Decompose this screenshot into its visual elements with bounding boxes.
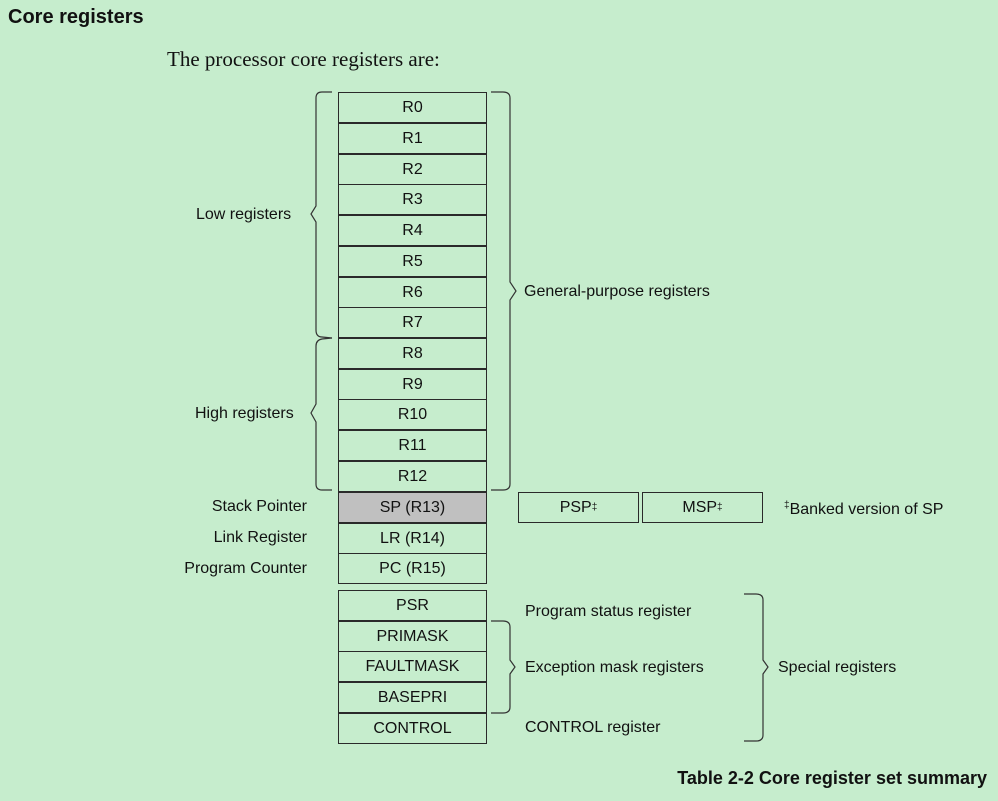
register-faultmask: FAULTMASK <box>338 651 487 682</box>
general-purpose-label: General-purpose registers <box>524 283 710 300</box>
register-psp: PSP‡ <box>518 492 639 523</box>
msp-label: MSP <box>682 498 718 516</box>
exception-mask-label: Exception mask registers <box>525 659 704 676</box>
register-r4: R4 <box>338 215 487 246</box>
register-r11: R11 <box>338 430 487 461</box>
register-psr: PSR <box>338 590 487 621</box>
banked-note: ‡Banked version of SP <box>784 500 943 519</box>
register-r10: R10 <box>338 399 487 430</box>
register-r8: R8 <box>338 338 487 369</box>
exception-mask-brace <box>491 620 516 714</box>
psp-label: PSP <box>559 498 592 516</box>
general-purpose-brace <box>491 91 517 491</box>
low-registers-brace <box>310 91 333 339</box>
high-registers-brace <box>310 337 333 491</box>
banked-mark: ‡ <box>784 500 790 511</box>
register-r7: R7 <box>338 307 487 338</box>
register-pc: PC (R15) <box>338 553 487 584</box>
section-heading: Core registers <box>8 6 144 28</box>
register-r5: R5 <box>338 246 487 277</box>
banked-mark: ‡ <box>591 502 598 513</box>
stack-pointer-label: Stack Pointer <box>211 498 307 515</box>
program-counter-label: Program Counter <box>184 560 307 577</box>
high-registers-label: High registers <box>195 405 294 422</box>
register-r0: R0 <box>338 92 487 123</box>
low-registers-label: Low registers <box>196 206 292 223</box>
special-registers-label: Special registers <box>778 659 897 676</box>
register-msp: MSP‡ <box>642 492 763 523</box>
register-sp: SP (R13) <box>338 492 487 523</box>
intro-text: The processor core registers are: <box>167 47 440 71</box>
link-register-label: Link Register <box>213 529 307 546</box>
register-control: CONTROL <box>338 713 487 744</box>
register-r1: R1 <box>338 123 487 154</box>
register-basepri: BASEPRI <box>338 682 487 713</box>
banked-mark: ‡ <box>717 502 723 513</box>
program-status-label: Program status register <box>525 603 692 620</box>
control-register-label: CONTROL register <box>525 719 661 736</box>
special-registers-brace <box>744 593 769 742</box>
register-r12: R12 <box>338 461 487 492</box>
banked-note-text: Banked version of SP <box>789 501 944 518</box>
register-r3: R3 <box>338 184 487 215</box>
table-caption: Table 2-2 Core register set summary <box>677 768 987 788</box>
